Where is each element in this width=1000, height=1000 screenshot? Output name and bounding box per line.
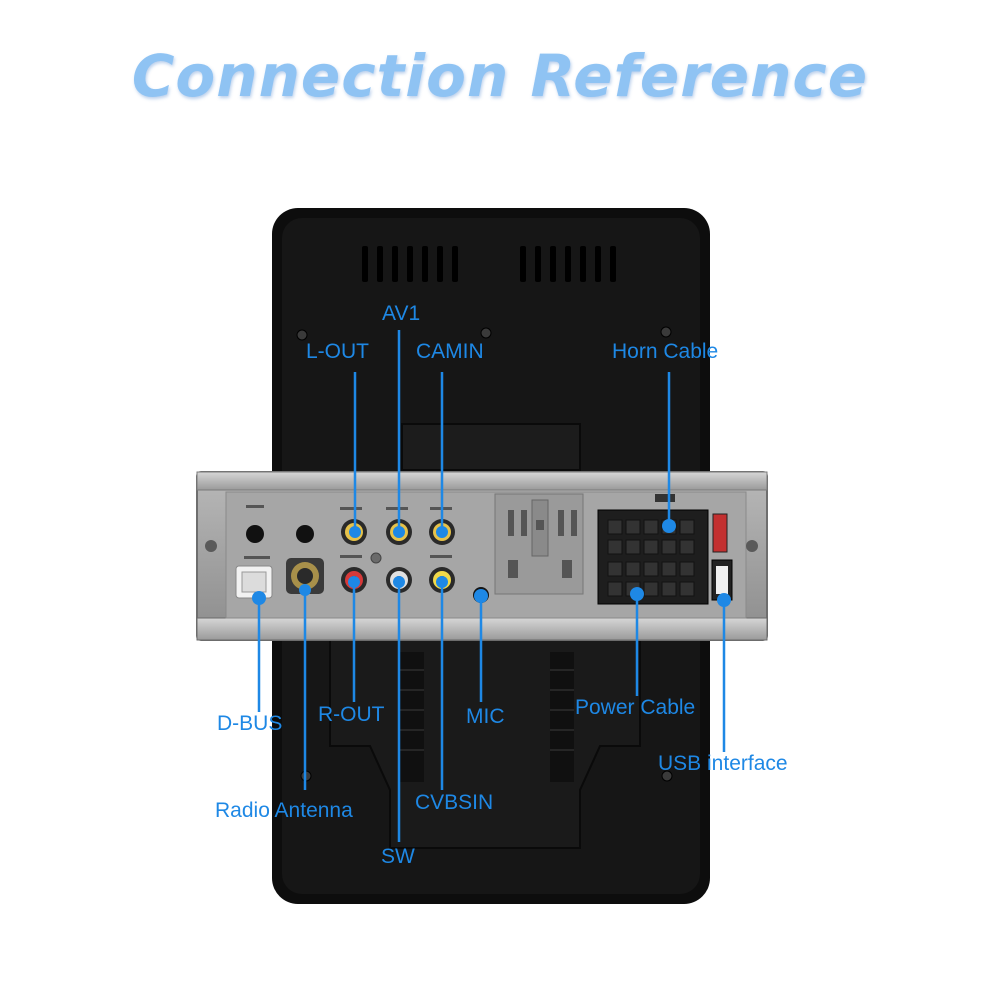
iso-connector [597,509,709,605]
top-vents-right [520,246,616,282]
d-bus-connector [235,565,273,599]
label-d-bus: D-BUS [217,712,283,735]
usb-port [711,559,733,601]
gps-port [246,525,264,543]
label-r-out: R-OUT [318,703,385,726]
label-camin: CAMIN [416,340,484,363]
label-l-out: L-OUT [306,340,369,363]
callout-dots [252,519,731,607]
aux-hole [296,525,314,543]
label-mic: MIC [466,705,505,728]
label-horn-cable: Horn Cable [612,340,719,363]
rear-grill [494,493,584,595]
label-power-cable: Power Cable [575,696,696,719]
page-title: Connection Reference [131,42,869,110]
fuse [712,513,728,553]
mount-bracket-upper [401,423,581,471]
top-vents-left [362,246,458,282]
callout-lines [257,330,726,842]
label-sw: SW [381,845,415,868]
radio-antenna-jack [286,558,324,594]
label-usb-interface: USB interface [658,752,788,775]
label-radio-antenna: Radio Antenna [215,799,353,822]
label-av1: AV1 [382,302,421,325]
label-cvbsin: CVBSIN [415,791,494,814]
